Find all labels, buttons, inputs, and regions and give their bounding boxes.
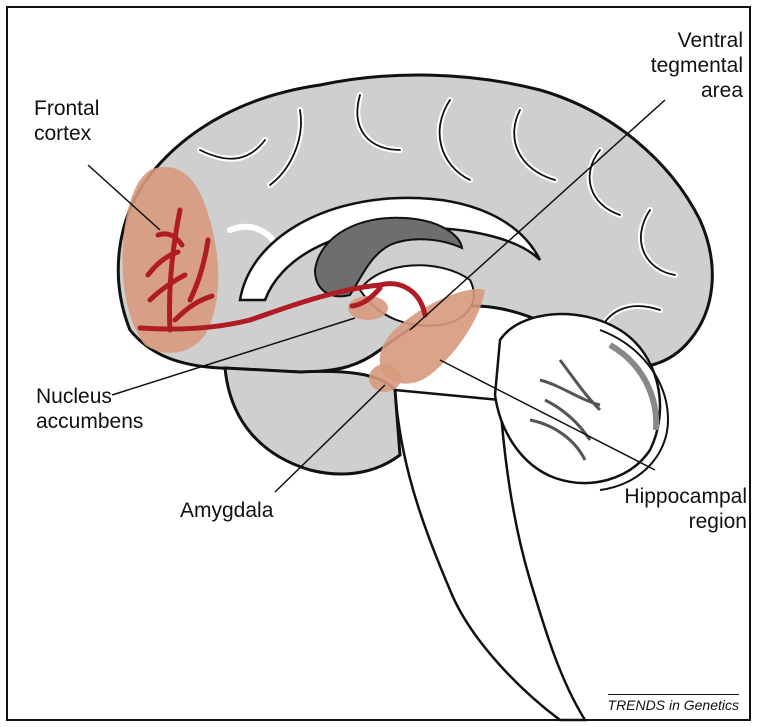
label-nucleus-accumbens: Nucleus accumbens [36, 384, 143, 434]
credit-text: TRENDS in Genetics [608, 694, 739, 713]
label-hippocampal-region: Hippocampal region [624, 484, 747, 534]
label-frontal-cortex: Frontal cortex [34, 96, 99, 146]
label-ventral-tegmental-area: Ventral tegmental area [651, 28, 743, 103]
amygdala-region [369, 364, 401, 392]
label-amygdala: Amygdala [180, 498, 273, 523]
